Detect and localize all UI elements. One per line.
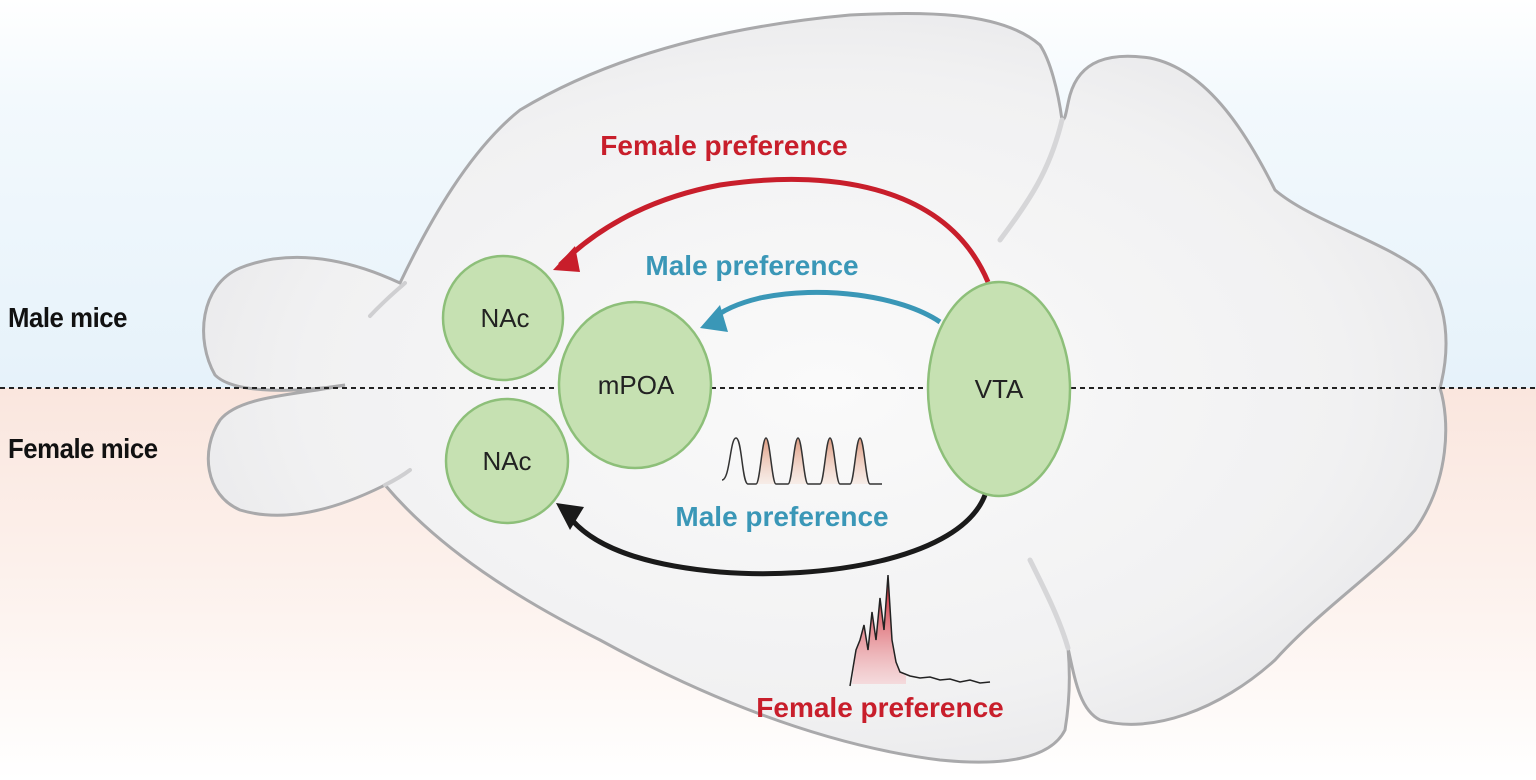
- brain-fissure-lower: [1027, 557, 1071, 651]
- vta-label: VTA: [975, 374, 1024, 404]
- arrow-male-male-preference: [710, 289, 942, 325]
- nac-top-region: [441, 254, 565, 382]
- arrow-female-vta-to-nac: [565, 494, 988, 577]
- arrowhead-male-female-preference: [553, 246, 580, 272]
- male-mice-label: Male mice: [8, 302, 128, 333]
- vta-region: [926, 280, 1072, 498]
- female-female-preference-label: Female preference: [756, 692, 1003, 723]
- mpoa-label: mPOA: [598, 370, 675, 400]
- nac-bottom-region: [444, 397, 570, 525]
- olfactory-notch-lower: [383, 468, 412, 487]
- nac-top-label: NAc: [480, 303, 529, 333]
- arrow-male-female-preference: [558, 176, 991, 283]
- arrowhead-female-vta-to-nac: [556, 503, 584, 530]
- nac-bottom-label: NAc: [482, 446, 531, 476]
- female-male-preference-label: Male preference: [675, 501, 888, 532]
- olfactory-notch-upper: [368, 281, 407, 318]
- male-female-preference-label: Female preference: [600, 130, 847, 161]
- brain-outline: [202, 11, 1448, 764]
- brain-fissure-upper: [997, 117, 1065, 243]
- female-mice-label: Female mice: [8, 433, 158, 464]
- arrowhead-male-male-preference: [700, 305, 728, 332]
- burst-spike-trace-icon: [849, 574, 991, 687]
- mpoa-region: [557, 300, 713, 470]
- regular-spike-train-icon: [721, 437, 882, 485]
- male-male-preference-label: Male preference: [645, 250, 858, 281]
